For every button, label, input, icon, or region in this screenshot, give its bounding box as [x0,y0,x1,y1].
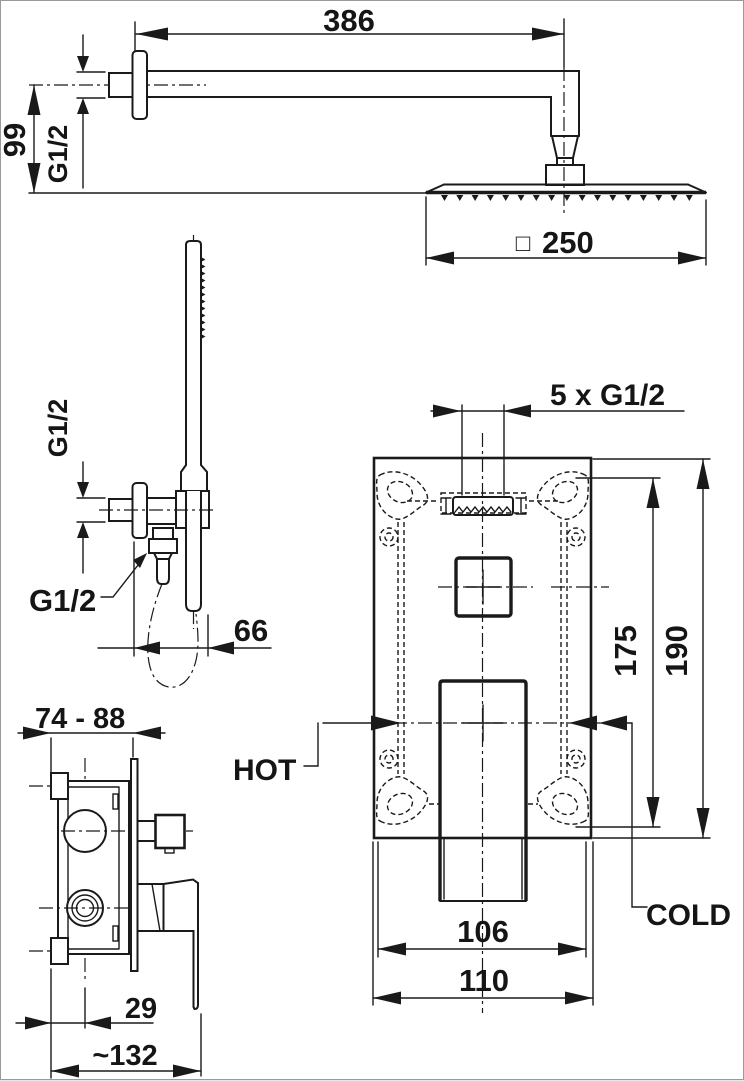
dim-plate-height: 190 [592,458,711,839]
dim-text-depth-range: 74 - 88 [35,703,125,735]
arm-wall-flange [131,50,148,120]
diverter-knob-front [454,556,513,618]
dim-depth-range: 74 - 88 [17,703,166,774]
dim-total-depth: ~132 [50,1013,202,1078]
dim-plate-width: 110 [372,841,594,1006]
shower-head [425,183,707,201]
dim-head-size: □ 250 [425,196,707,266]
head-joint-neck [556,157,574,166]
dim-text-ports: 5 x G1/2 [550,379,665,412]
screw-boss-top [50,772,69,800]
screw-boss-bottom [50,937,69,965]
dim-text-inner-width: 106 [457,914,509,949]
hot-label: HOT [233,754,296,787]
arm-wall-shank [108,72,134,98]
square-symbol-icon: □ [516,230,531,257]
dim-text-plate-width: 110 [459,963,509,998]
dim-holder-offset: 66 [97,541,272,657]
dim-port-span: 175 [575,477,661,828]
shower-arm [29,50,585,213]
diverter-knob-side [154,813,186,850]
shower-head-nozzles [441,195,693,201]
dim-text-wall-thread-mid: G1/2 [43,399,73,458]
valve-side-view: 74 - 88 29 ~132 [15,703,202,1079]
hot-callout: HOT [233,715,401,787]
wall-cover-plate [130,758,139,972]
diverter-shank-side [136,820,157,842]
dim-wall-thread-top: G1/2 [43,34,106,189]
dim-inner-width: 106 [377,841,587,958]
dim-text-plate-height: 190 [659,625,694,677]
cold-label: COLD [646,899,731,932]
dim-text-arm-length: 386 [323,3,375,38]
hand-shower-view: G1/2 G1/2 66 [29,235,272,688]
shower-arm-view: 386 99 G1/2 [1,3,707,266]
lever-handle-front [438,679,528,902]
dim-text-arm-drop: 99 [1,123,32,157]
shower-hose-loop [147,583,199,688]
dim-text-port-span: 175 [608,625,643,677]
wand-lower-tube [185,490,202,612]
hand-shower-wand [180,240,208,492]
roughin-outline [397,500,568,805]
cold-callout: COLD [569,715,731,932]
dim-text-inlet-offset: 29 [125,993,157,1025]
lever-handle-side [136,878,199,1011]
valve-body [57,780,130,955]
mounting-lugs [375,471,590,825]
dim-arm-drop: 99 [1,84,428,194]
dim-ports: 5 x G1/2 [430,379,685,496]
dim-text-wall-thread-top: G1/2 [43,125,73,184]
dim-text-holder-offset: 66 [234,613,268,648]
dim-text-total-depth: ~132 [92,1040,157,1072]
callout-outlet-thread: G1/2 [29,553,147,618]
dim-text-head-size: 250 [542,225,594,260]
head-joint-nut [545,164,585,186]
dim-wall-thread-mid: G1/2 [43,399,106,574]
valve-plate-front-view: 5 x G1/2 [233,379,731,1013]
wand-spray-face [201,257,206,339]
dim-arm-length: 386 [134,3,565,68]
hose-outlet [148,527,178,585]
dim-inlet-offset: 29 [15,968,157,1079]
dim-text-outlet-thread: G1/2 [29,583,96,618]
